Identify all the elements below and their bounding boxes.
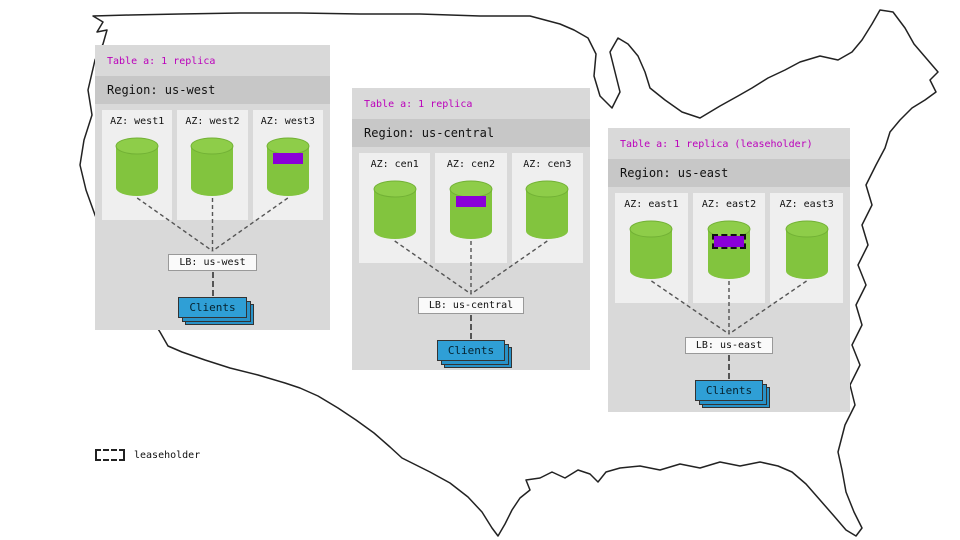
- database-cylinder-icon: [114, 136, 160, 198]
- legend: leaseholder: [95, 449, 200, 461]
- az-label: AZ: west1: [110, 116, 165, 127]
- az-box-cen3: AZ: cen3: [511, 153, 583, 263]
- replica-indicator: [272, 153, 303, 164]
- leaseholder-swatch-icon: [95, 449, 125, 461]
- table-replica-label: Table a: 1 replica (leaseholder): [620, 139, 813, 150]
- az-box-cen1: AZ: cen1: [359, 153, 431, 263]
- database-cylinder-icon: [628, 219, 674, 281]
- database-cylinder-icon: [189, 136, 235, 198]
- clients-box: Clients: [436, 340, 513, 368]
- lb-to-clients-connector: [211, 272, 214, 296]
- legend-label: leaseholder: [134, 449, 201, 461]
- load-balancer: LB: us-central: [417, 297, 525, 314]
- database-cylinder-icon: [706, 219, 752, 281]
- region-panel-us-east: Table a: 1 replica (leaseholder) Region:…: [608, 128, 850, 412]
- az-label: AZ: cen3: [523, 159, 572, 170]
- az-label: AZ: cen2: [446, 159, 496, 170]
- az-to-lb-connector-lines: [394, 240, 548, 295]
- replica-indicator: [455, 196, 486, 207]
- table-replica-label: Table a: 1 replica: [364, 99, 473, 110]
- database-cylinder-icon: [372, 179, 418, 241]
- az-label: AZ: west3: [260, 116, 315, 127]
- lb-to-clients-connector: [470, 315, 472, 339]
- load-balancer: LB: us-east: [684, 337, 774, 354]
- region-title: Region: us-west: [95, 76, 330, 104]
- clients-box: Clients: [178, 297, 255, 325]
- az-box-east3: AZ: east3: [770, 193, 844, 303]
- az-label: AZ: west2: [185, 116, 240, 127]
- table-replica-label: Table a: 1 replica: [107, 56, 216, 67]
- az-label: AZ: east3: [779, 199, 834, 210]
- az-label: AZ: cen1: [370, 159, 419, 170]
- az-box-east1: AZ: east1: [615, 193, 688, 303]
- az-to-lb-connector-lines: [136, 197, 289, 252]
- database-cylinder-icon: [448, 179, 494, 241]
- az-box-east2: AZ: east2: [692, 193, 766, 303]
- region-title: Region: us-central: [352, 119, 590, 147]
- region-title: Region: us-east: [608, 159, 850, 187]
- az-row: AZ: east1 AZ: east2: [608, 187, 850, 303]
- region-panel-us-central: Table a: 1 replica Region: us-central AZ…: [352, 88, 590, 370]
- az-row: AZ: west1 AZ: west2: [95, 104, 330, 220]
- database-cylinder-icon: [265, 136, 311, 198]
- database-cylinder-icon: [524, 179, 570, 241]
- az-label: AZ: east1: [624, 199, 679, 210]
- clients-box: Clients: [694, 380, 771, 408]
- az-box-west1: AZ: west1: [102, 110, 173, 220]
- leaseholder-indicator: [712, 234, 746, 249]
- replica-indicator: [714, 236, 744, 247]
- database-cylinder-icon: [784, 219, 830, 281]
- lb-to-clients-connector: [728, 355, 730, 379]
- load-balancer: LB: us-west: [168, 254, 257, 271]
- az-box-west3: AZ: west3: [252, 110, 323, 220]
- az-label: AZ: east2: [701, 199, 757, 210]
- az-row: AZ: cen1 AZ: cen2: [352, 147, 590, 263]
- region-panel-us-west: Table a: 1 replica Region: us-west AZ: w…: [95, 45, 330, 330]
- az-to-lb-connector-lines: [651, 280, 807, 335]
